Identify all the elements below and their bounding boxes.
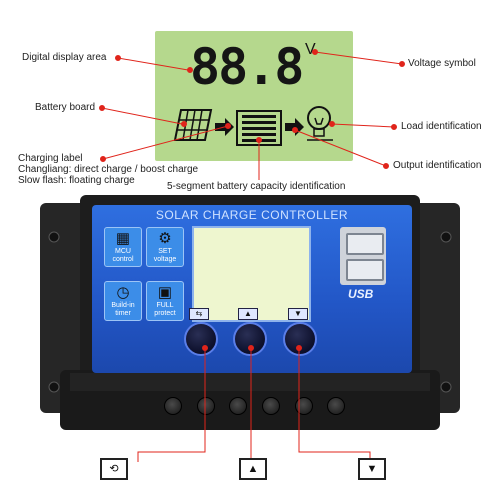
usb-ports[interactable]	[340, 227, 386, 285]
voltage-unit: V	[305, 41, 316, 58]
cycle-icon: ⇆	[189, 308, 209, 320]
timer-label: ◷ Build-in timer	[104, 281, 142, 321]
usb-label: USB	[348, 287, 374, 301]
callout-charging-label: Charging label	[18, 153, 83, 164]
device-lcd	[192, 226, 311, 322]
solar-panel-icon	[173, 109, 213, 141]
callout-output-id: Output identification	[393, 160, 482, 171]
terminal-screw	[197, 397, 215, 415]
panel-title: SOLAR CHARGE CONTROLLER	[155, 208, 349, 222]
chip-icon: ▦	[115, 230, 131, 247]
control-panel: SOLAR CHARGE CONTROLLER ▦ MCU control ⚙ …	[92, 205, 412, 373]
set-voltage-label: ⚙ SET voltage	[146, 227, 184, 267]
full-protect-label: ▣ FULL protect	[146, 281, 184, 321]
warning-icon: ▲	[239, 458, 267, 480]
callout-charging-line3: Slow flash: floating charge	[18, 175, 135, 186]
callout-battery-capacity: 5-segment battery capacity identificatio…	[167, 181, 346, 192]
cycle-button[interactable]	[184, 322, 218, 356]
callout-load-id: Load identification	[401, 121, 482, 132]
terminal-screw	[164, 397, 182, 415]
terminal-screw	[262, 397, 280, 415]
mcu-control-label: ▦ MCU control	[104, 227, 142, 267]
terminal-screw	[327, 397, 345, 415]
callout-charging-line2: Changliang: direct charge / boost charge	[18, 164, 199, 175]
warning-icon: ▲	[238, 308, 258, 320]
gear-icon: ⚙	[158, 230, 172, 247]
callout-battery-board: Battery board	[35, 102, 96, 113]
callout-digital-display: Digital display area	[22, 52, 107, 63]
terminal-screw	[229, 397, 247, 415]
cycle-icon: ⟲	[100, 458, 128, 480]
usb-port[interactable]	[346, 259, 384, 281]
callout-voltage-symbol: Voltage symbol	[408, 58, 476, 69]
lcd-digits: 88.8	[190, 38, 304, 96]
usb-port[interactable]	[346, 233, 384, 255]
clock-icon: ◷	[116, 284, 130, 301]
lock-icon: ▣	[157, 284, 173, 301]
output-icon: ▼	[358, 458, 386, 480]
output-icon: ▼	[288, 308, 308, 320]
